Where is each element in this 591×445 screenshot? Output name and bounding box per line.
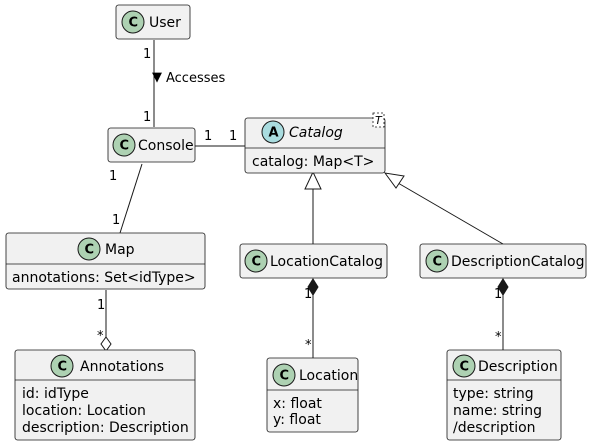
edge-desccatalog-catalog-inheritance [383,172,504,245]
mult-loccat-location-src: 1 [304,287,312,302]
class-c-glyph: C [58,360,68,375]
class-c-icon [425,249,449,273]
edge-console-map [119,163,143,234]
attr-location-0: x: float [273,396,322,412]
abstract-a-icon [261,120,285,144]
class-name-console: Console [138,138,194,154]
class-name-catalog: Catalog [289,125,343,141]
class-c-icon [244,249,268,273]
arrow-direction-icon: ▼ [152,70,162,85]
class-location[interactable]: C Location x: float y: float [266,357,359,433]
attr-annotations-1: location: Location [22,403,146,419]
class-name-description-catalog: DescriptionCatalog [451,254,585,270]
abstract-a-glyph: A [269,126,279,141]
mult-user-console-src: 1 [143,47,151,62]
attr-description-0: type: string [453,386,534,402]
class-c-icon [112,133,136,157]
class-c-glyph: C [85,243,95,258]
class-name-annotations: Annotations [80,359,164,375]
class-name-description: Description [478,359,558,375]
class-c-glyph: C [129,16,139,31]
class-name-map: Map [105,242,135,258]
class-c-glyph: C [433,255,443,270]
mult-console-map-src: 1 [109,169,117,184]
mult-loccat-location-dst: * [305,338,312,353]
attr-annotations-2: description: Description [22,420,189,436]
mult-user-console-dst: 1 [143,110,151,125]
class-console[interactable]: C Console [107,127,196,163]
class-map[interactable]: C Map annotations: Set<idType> [5,232,206,290]
class-c-icon [77,237,101,261]
class-c-glyph: C [252,255,262,270]
mult-map-annotations-src: 1 [97,298,105,313]
attr-description-2: /description [453,420,536,436]
class-c-icon [50,354,74,378]
class-location-catalog[interactable]: C LocationCatalog [239,243,388,279]
mult-console-map-dst: 1 [112,213,120,228]
mult-console-catalog-src: 1 [204,129,212,144]
class-c-glyph: C [280,369,290,384]
edge-loccatalog-catalog-inheritance [304,170,322,244]
class-c-icon [452,354,476,378]
type-param-box [372,112,385,128]
class-user[interactable]: C User [115,4,191,40]
mult-console-catalog-dst: 1 [229,129,237,144]
mult-desccat-description-dst: * [495,330,502,345]
class-c-glyph: C [460,360,470,375]
class-description[interactable]: C Description type: string name: string … [446,349,562,441]
class-name-location-catalog: LocationCatalog [270,254,383,270]
class-c-icon [121,10,145,34]
attr-location-1: y: float [273,412,321,428]
type-param-label: T [375,114,383,127]
class-c-glyph: C [120,139,130,154]
edge-loccatalog-location-composition [307,278,319,358]
class-annotations[interactable]: C Annotations id: idType location: Locat… [14,349,196,441]
edge-desccatalog-description-composition [497,278,509,358]
class-catalog[interactable]: A Catalog T catalog: Map<T> [244,112,386,174]
mult-desccat-description-src: 1 [494,287,502,302]
mult-map-annotations-dst: * [97,329,104,344]
attr-annotations-0: id: idType [22,386,89,402]
class-name-user: User [149,15,181,31]
attr-map-0: annotations: Set<idType> [12,270,196,286]
class-description-catalog[interactable]: C DescriptionCatalog [419,243,587,279]
attr-catalog-0: catalog: Map<T> [252,154,374,170]
class-name-location: Location [299,368,358,384]
attr-description-1: name: string [453,403,542,419]
class-c-icon [272,363,296,387]
label-accesses: Accesses [166,71,226,86]
